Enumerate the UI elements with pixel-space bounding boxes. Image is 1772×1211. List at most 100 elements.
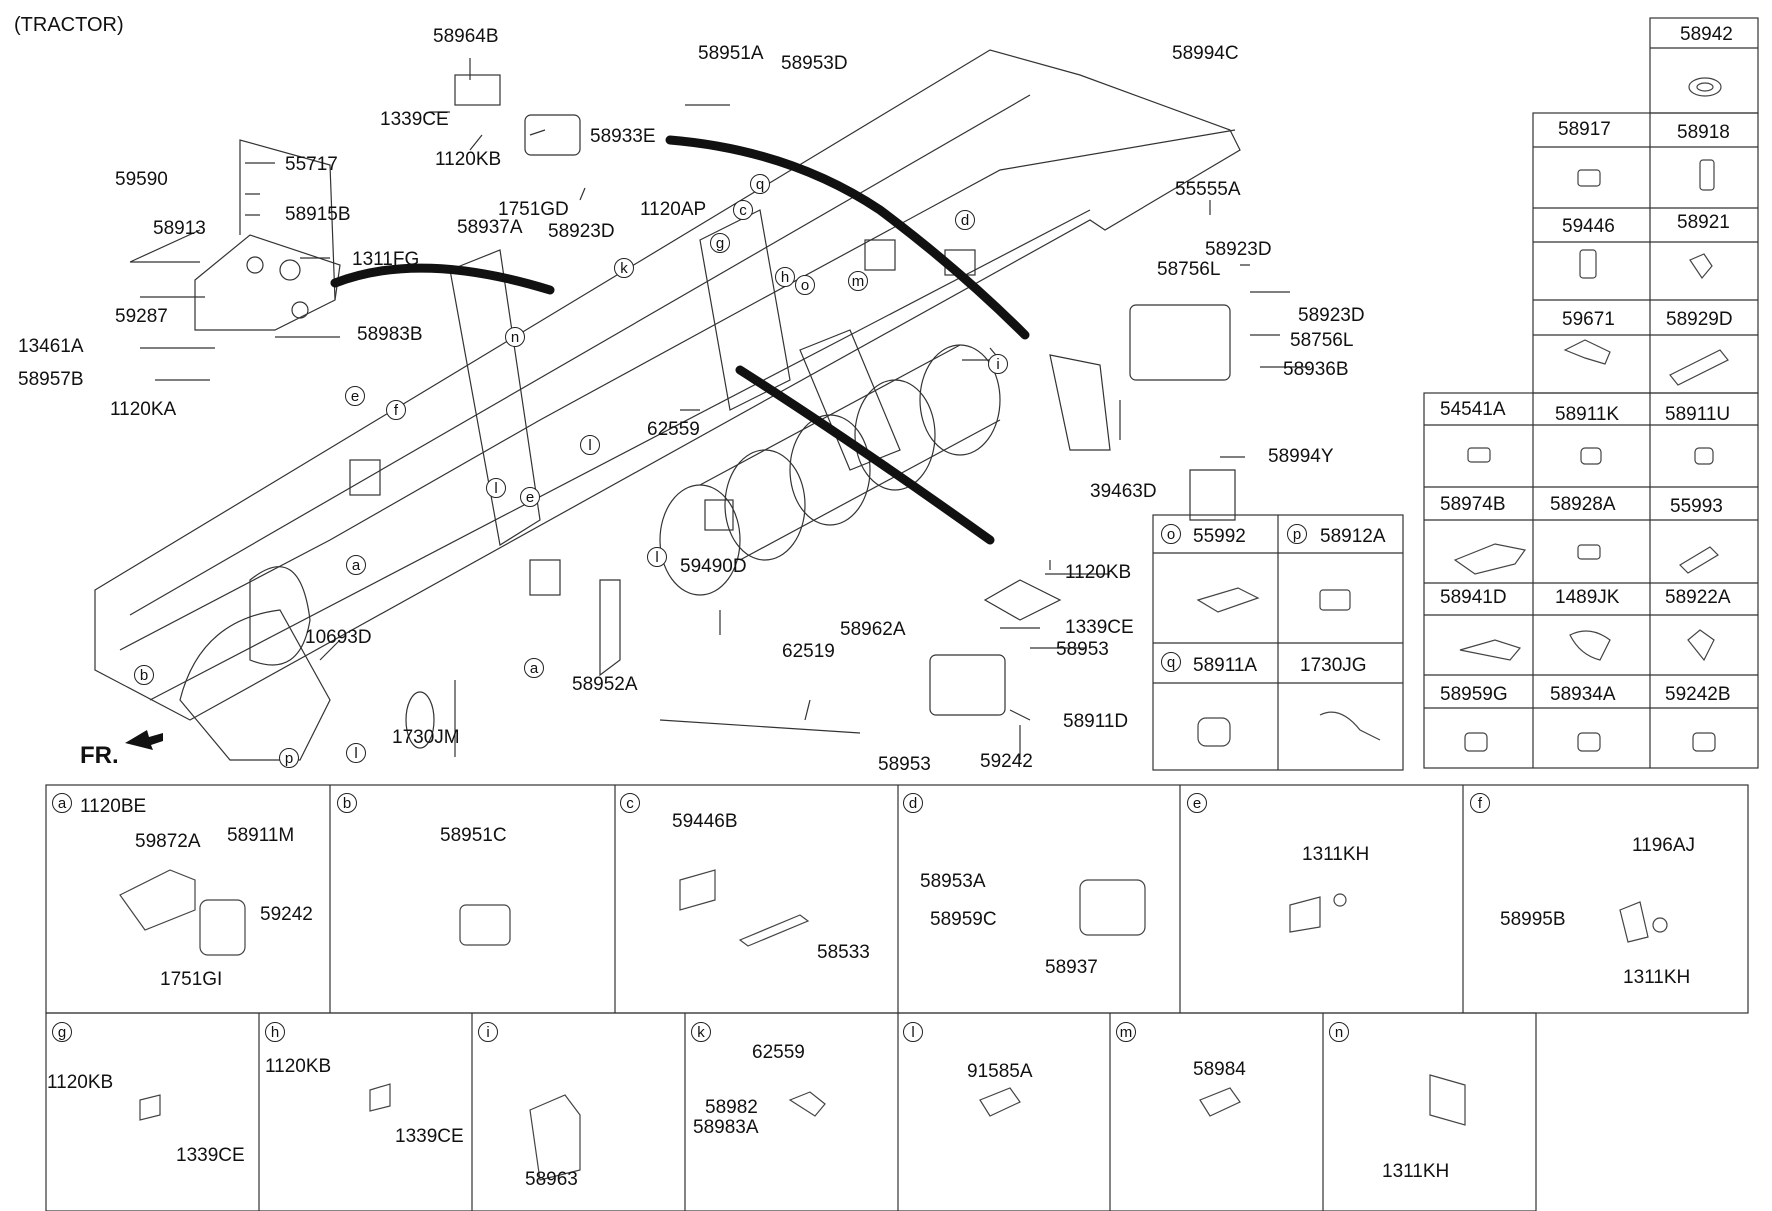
part-label: 58994C [1172, 43, 1239, 64]
panel-part-label: 59446B [672, 811, 738, 832]
grid-part-label: 55993 [1670, 496, 1723, 517]
part-label: 58957B [18, 369, 84, 390]
front-arrow-icon [125, 730, 163, 750]
part-label: 58911D [1063, 711, 1129, 732]
panel-part-label: 58995B [1500, 909, 1566, 930]
callout-letter: d [955, 210, 975, 230]
panel-part-label: 58984 [1193, 1059, 1246, 1080]
part-label: 58951A [698, 43, 764, 64]
part-label: 58937A [457, 217, 523, 238]
panel-part-label: 1120KB [47, 1072, 114, 1093]
front-wheel-hub [249, 566, 311, 666]
callout-letter: q [1161, 652, 1181, 672]
grid-part-label: 59671 [1562, 309, 1615, 330]
callout-letter: p [1287, 524, 1307, 544]
frame-rail-right [119, 129, 1236, 651]
callout-letter: h [775, 267, 795, 287]
part-label: 58933E [590, 126, 656, 147]
panel-letter: g [52, 1022, 72, 1042]
part-label: 58953 [878, 754, 931, 775]
part-label: 58962A [840, 619, 906, 640]
panel-letter: i [478, 1022, 498, 1042]
part-label: 1751GD [498, 199, 569, 220]
panel-part-label: 58982 [705, 1097, 758, 1118]
part-label: 1120AP [640, 199, 707, 220]
panel-part-label: 58951C [440, 825, 507, 846]
grid-part-label: 58974B [1440, 494, 1506, 515]
grid-part-label: 58959G [1440, 684, 1508, 705]
part-label: 58994Y [1268, 446, 1334, 467]
part-label: 1311FG [352, 249, 420, 270]
panel-part-label: 1120BE [80, 796, 147, 817]
bracket-plate [194, 234, 341, 331]
part-label: 55555A [1175, 179, 1241, 200]
harness-lower [735, 365, 995, 545]
panel-part-label: 58937 [1045, 957, 1098, 978]
part-icons [119, 77, 1729, 1181]
panel-part-label: 62559 [752, 1042, 805, 1063]
part-label: 59287 [115, 306, 168, 327]
grid-part-label: 58941D [1440, 587, 1507, 608]
frame-rail-left [94, 49, 1241, 721]
front-direction-label: FR. [80, 742, 119, 769]
panel-part-label: 91585A [967, 1061, 1033, 1082]
grid-part-label: 58911U [1665, 404, 1731, 425]
callout-letter: o [795, 275, 815, 295]
panel-letter: d [903, 793, 923, 813]
callout-letter: e [520, 487, 540, 507]
part-label: 59590 [115, 169, 168, 190]
grid-part-label: 55992 [1193, 526, 1246, 547]
callout-letter: q [750, 174, 770, 194]
grid-part-label: 58942 [1680, 24, 1733, 45]
part-label: 1730JM [392, 727, 460, 748]
grid-part-label: 58918 [1677, 122, 1730, 143]
panel-letter: k [691, 1022, 711, 1042]
part-label: 58915B [285, 204, 351, 225]
part-label: 1120KA [110, 399, 177, 420]
grid-part-label: 58934A [1550, 684, 1616, 705]
panel-letter: m [1116, 1022, 1136, 1042]
panel-part-label: 1311KH [1623, 967, 1691, 988]
callout-letter: b [134, 665, 154, 685]
callout-letter: n [505, 327, 525, 347]
grid-part-label: 58911A [1193, 655, 1258, 676]
part-label: 58953D [781, 53, 848, 74]
callout-letter: l [486, 478, 506, 498]
panel-part-label: 1751GI [160, 969, 223, 990]
panel-part-label: 1120KB [265, 1056, 332, 1077]
panel-letter: a [52, 793, 72, 813]
part-label: 58756L [1290, 330, 1354, 351]
harness-upper [330, 263, 555, 295]
air-tanks [659, 344, 1001, 596]
part-label: 1120KB [435, 149, 502, 170]
part-label: 1339CE [1065, 617, 1134, 638]
panel-part-label: 1339CE [395, 1126, 464, 1147]
grid-part-label: 58911K [1555, 404, 1620, 425]
callout-letter: c [733, 200, 753, 220]
callout-letter: p [279, 748, 299, 768]
grid-part-label: 54541A [1440, 399, 1506, 420]
panel-letter: c [620, 793, 640, 813]
part-label: 58923D [1298, 305, 1365, 326]
panel-letter: h [265, 1022, 285, 1042]
part-label: 62519 [782, 641, 835, 662]
panel-part-label: 58983A [693, 1117, 759, 1138]
part-label: 39463D [1090, 481, 1157, 502]
part-label: 59242 [980, 751, 1033, 772]
part-label: 62559 [647, 419, 700, 440]
part-label: 58983B [357, 324, 423, 345]
parts-grid-lines [45, 17, 1759, 1211]
part-label: 58952A [572, 674, 638, 695]
callout-letter: k [614, 258, 634, 278]
panel-part-label: 58953A [920, 871, 986, 892]
part-label: 1120KB [1065, 562, 1132, 583]
part-label: 58923D [1205, 239, 1272, 260]
part-label: 58964B [433, 26, 499, 47]
callout-letter: o [1161, 524, 1181, 544]
part-label: 58913 [153, 218, 206, 239]
grid-part-label: 58912A [1320, 526, 1386, 547]
grid-part-label: 59446 [1562, 216, 1615, 237]
grid-part-label: 59242B [1665, 684, 1731, 705]
